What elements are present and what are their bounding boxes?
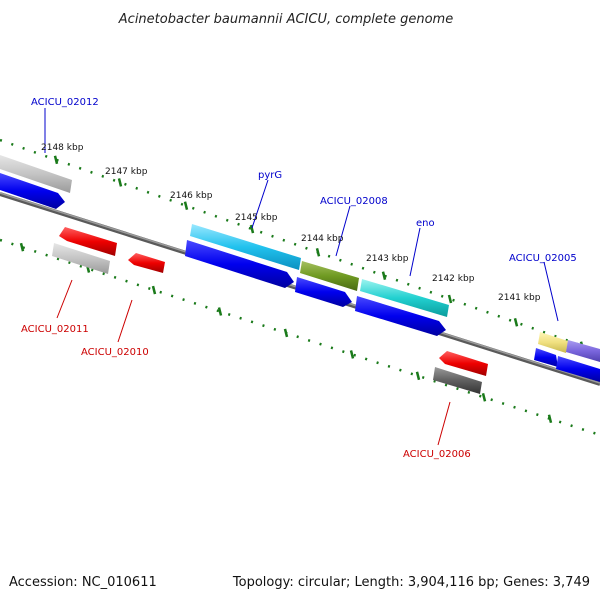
feature-eno-gene[interactable]: [360, 279, 449, 317]
outer-major-tick: [53, 155, 59, 165]
inner-major-tick: [415, 371, 421, 381]
outer-major-tick: [381, 271, 387, 280]
inner-major-tick: [19, 242, 25, 252]
genome-summary-text: Topology: circular; Length: 3,904,116 bp…: [232, 575, 590, 590]
inner-major-tick: [217, 307, 223, 316]
tick-label: 2144 kbp: [301, 234, 344, 244]
feature-pyrg-gene[interactable]: [190, 224, 301, 270]
outer-major-tick: [183, 201, 189, 211]
gene-label-acicu-02011[interactable]: ACICU_02011: [21, 324, 89, 335]
gene-label-acicu-02008[interactable]: ACICU_02008: [320, 196, 388, 207]
feature-acicu-02011-gray[interactable]: [52, 243, 110, 274]
outer-major-tick: [447, 294, 453, 304]
leader-acicu-02010: [117, 299, 133, 343]
inner-major-tick: [481, 392, 487, 402]
tick-label: 2142 kbp: [432, 274, 475, 284]
outer-major-tick: [249, 224, 255, 234]
inner-major-tick: [151, 285, 157, 295]
feature-eno-cds[interactable]: [355, 296, 446, 336]
feature-acicu-02012-cds[interactable]: [0, 173, 65, 209]
feature-acicu-02005-cds[interactable]: [534, 348, 558, 367]
leader-pyrg: [251, 179, 269, 229]
outer-major-tick: [117, 178, 123, 187]
feature-acicu-02005-cds-2[interactable]: [556, 356, 600, 382]
leader-eno: [409, 227, 421, 277]
gene-label-acicu-02012[interactable]: ACICU_02012: [31, 97, 99, 108]
tick-label: 2145 kbp: [235, 213, 278, 223]
tick-label: 2147 kbp: [105, 167, 148, 177]
inner-major-tick: [283, 328, 289, 338]
feature-acicu-02005-purple[interactable]: [566, 340, 600, 362]
gene-label-acicu-02005[interactable]: ACICU_02005: [509, 253, 577, 264]
feature-acicu-02012-gray[interactable]: [0, 155, 72, 193]
inner-major-tick: [349, 350, 355, 359]
tick-label: 2141 kbp: [498, 293, 541, 303]
inner-major-tick: [547, 414, 553, 424]
feature-acicu-02008-cds[interactable]: [295, 277, 352, 307]
tick-label: 2146 kbp: [170, 191, 213, 201]
leader-acicu-02011: [56, 279, 73, 319]
feature-acicu-02006-dark[interactable]: [433, 367, 482, 394]
outer-major-tick: [315, 248, 321, 257]
tick-label: 2143 kbp: [366, 254, 409, 264]
feature-acicu-02008-gene[interactable]: [300, 261, 359, 291]
gene-label-acicu-02006[interactable]: ACICU_02006: [403, 449, 471, 460]
feature-acicu-02010-cds[interactable]: [128, 253, 165, 273]
leader-acicu-02005: [543, 261, 559, 322]
inner-tick-track: [0, 238, 600, 437]
map-title: Acinetobacter baumannii ACICU, complete …: [118, 12, 453, 27]
feature-acicu-02011-cds[interactable]: [59, 227, 117, 256]
accession-text: Accession: NC_010611: [9, 575, 157, 590]
feature-pyrg-cds[interactable]: [185, 240, 294, 288]
gene-label-pyrg[interactable]: pyrG: [258, 170, 282, 181]
leader-acicu-02006: [437, 401, 451, 446]
outer-major-tick: [513, 318, 519, 327]
feature-acicu-02006-cds[interactable]: [439, 351, 488, 376]
leader-acicu-02008: [335, 205, 351, 257]
gene-label-acicu-02010[interactable]: ACICU_02010: [81, 347, 149, 358]
tick-label: 2148 kbp: [41, 143, 84, 153]
feature-acicu-02005-yellow[interactable]: [538, 332, 568, 353]
gene-label-eno[interactable]: eno: [416, 218, 435, 229]
